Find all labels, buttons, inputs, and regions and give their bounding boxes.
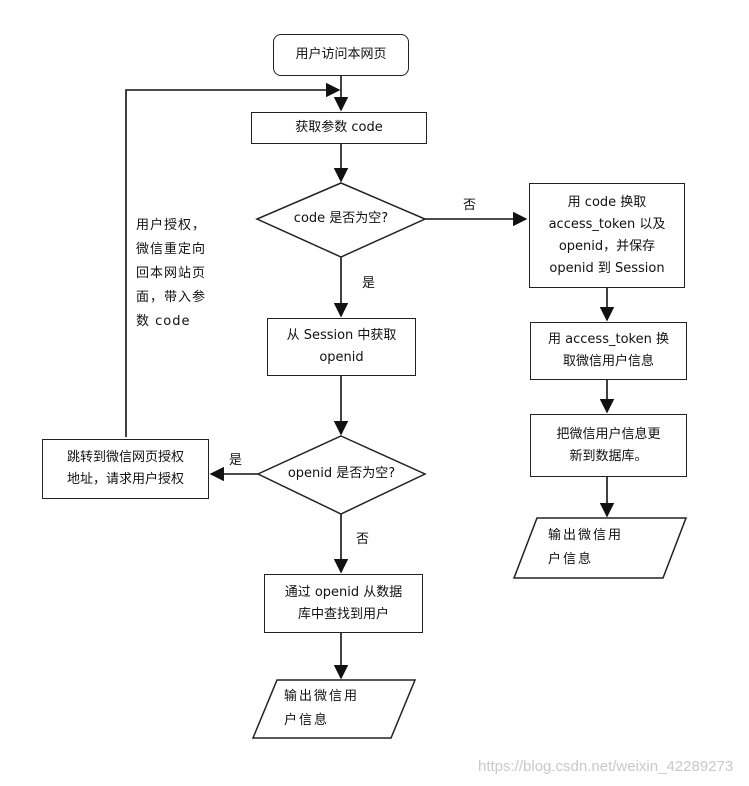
redirect-auth-process: 跳转到微信网页授权 地址，请求用户授权 [42,439,209,499]
openid-no-label: 否 [356,532,370,547]
watermark-text: https://blog.csdn.net/weixin_42289273 [478,758,734,775]
code-yes-label: 是 [362,276,376,291]
code-no-label: 否 [463,198,477,213]
update-db-process: 把微信用户信息更 新到数据库。 [530,414,687,477]
start-node: 用户访问本网页 [273,34,409,76]
loop-back-note: 用户授权， 微信重定向 回本网站页 面，带入参 数 code [136,218,207,329]
openid-yes-label: 是 [229,453,243,468]
find-user-process: 通过 openid 从数据 库中查找到用户 [264,574,423,633]
session-openid-process: 从 Session 中获取 openid [267,318,416,376]
output-right-label: 输出微信用 户信息 [548,528,624,567]
edge-redirect-loop-back [125,82,341,437]
decision-openid-empty-shape [256,435,427,515]
output-bottom-shape [251,679,417,739]
get-userinfo-process: 用 access_token 换 取微信用户信息 [530,322,687,380]
decision-code-empty-shape [255,182,427,258]
openid-empty-decision-label: openid 是否为空? [287,466,396,481]
get-code-process: 获取参数 code [251,112,427,144]
output-right-shape [512,517,688,579]
code-empty-decision-label: code 是否为空? [293,211,389,226]
output-bottom-label: 输出微信用 户信息 [284,689,360,728]
get-token-process: 用 code 换取 access_token 以及 openid，并保存 ope… [529,183,685,288]
